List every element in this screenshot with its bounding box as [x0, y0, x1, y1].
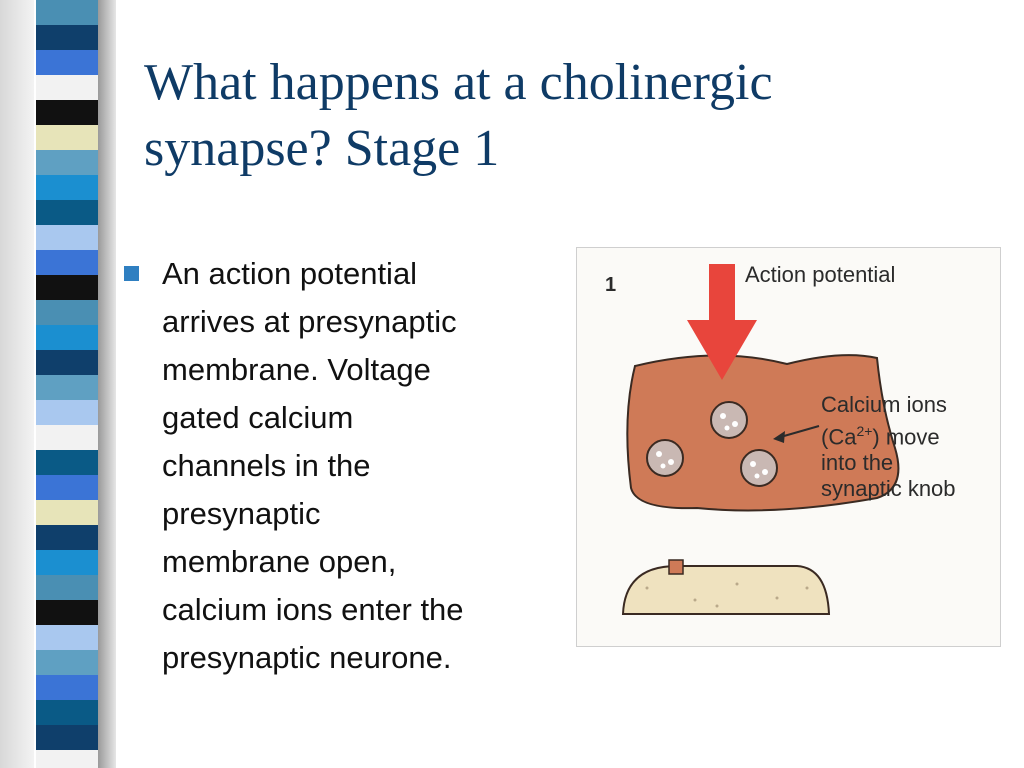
bullet-line: An action potential: [162, 256, 418, 291]
bullet-line: arrives at presynaptic: [162, 304, 457, 339]
strip-shade-right: [98, 0, 116, 768]
calcium-label-line: synaptic knob: [821, 476, 956, 502]
stripe-bar: [36, 275, 98, 301]
stripe-bar: [36, 625, 98, 651]
figure-step-number: 1: [605, 274, 617, 296]
stripe-bar: [36, 250, 98, 276]
synapse-figure: 1 Action potential Calcium ions (Ca2+) m…: [576, 247, 1001, 647]
strip-shade-left: [0, 0, 34, 768]
title-line-1: What happens at a cholinergic: [144, 54, 773, 111]
stripe-bar: [36, 475, 98, 501]
stripe-bar: [36, 325, 98, 351]
stripe-bar: [36, 400, 98, 426]
stripe-bar: [36, 550, 98, 576]
calcium-label-line: (Ca2+) move: [821, 423, 940, 450]
bullet-line: channels in the: [162, 448, 371, 483]
action-potential-arrow-head: [687, 320, 757, 380]
stripe-bar: [36, 225, 98, 251]
stripe-bar: [36, 375, 98, 401]
stripe-bar: [36, 600, 98, 626]
stripe-bar: [36, 350, 98, 376]
calcium-label-line: Calcium ions: [821, 392, 947, 417]
figure-calcium-label: Calcium ions (Ca2+) move into the synapt…: [821, 392, 956, 502]
stripe-bar: [36, 300, 98, 326]
left-decorative-strip: [0, 0, 116, 768]
stripe-bar: [36, 750, 98, 768]
stripe-bar: [36, 700, 98, 726]
stripe-bar: [36, 450, 98, 476]
bullet-text: An action potential arrives at presynapt…: [162, 250, 562, 682]
action-potential-arrow-shaft: [709, 264, 735, 324]
stripe-bar: [36, 525, 98, 551]
calcium-label-line: into the: [821, 450, 894, 476]
vesicle-icon: [740, 449, 778, 487]
stripe-bar: [36, 125, 98, 151]
synapse-illustration: [621, 264, 900, 615]
postsynaptic-membrane-shape: [621, 565, 831, 615]
vesicle-icon: [646, 439, 684, 477]
figure-action-potential-label: Action potential: [745, 262, 896, 287]
stripe-bar: [36, 50, 98, 76]
title-line-2: synapse? Stage 1: [144, 120, 500, 177]
bullet-line: membrane open,: [162, 544, 397, 579]
synaptic-knob-shape: [626, 354, 900, 512]
bullet-line: gated calcium: [162, 400, 354, 435]
stripe-bar: [36, 75, 98, 101]
stripe-bar: [36, 500, 98, 526]
bullet-line: membrane. Voltage: [162, 352, 431, 387]
postsynaptic-texture: [645, 582, 809, 608]
receptor-site: [668, 559, 684, 575]
stripe-bar: [36, 150, 98, 176]
stripe-bar: [36, 425, 98, 451]
bullet-line: presynaptic neurone.: [162, 640, 452, 675]
stripe-column: [36, 0, 98, 768]
slide-title: What happens at a cholinergic synapse? S…: [144, 50, 984, 182]
vesicle-icon: [710, 401, 748, 439]
label-pointer-head: [773, 431, 785, 443]
stripe-bar: [36, 725, 98, 751]
bullet-line: calcium ions enter the: [162, 592, 464, 627]
stripe-bar: [36, 675, 98, 701]
stripe-bar: [36, 0, 98, 26]
stripe-bar: [36, 175, 98, 201]
stripe-bar: [36, 575, 98, 601]
stripe-bar: [36, 25, 98, 51]
stripe-bar: [36, 200, 98, 226]
bullet-square-icon: [124, 266, 139, 281]
stripe-bar: [36, 100, 98, 126]
stripe-bar: [36, 650, 98, 676]
bullet-line: presynaptic: [162, 496, 321, 531]
